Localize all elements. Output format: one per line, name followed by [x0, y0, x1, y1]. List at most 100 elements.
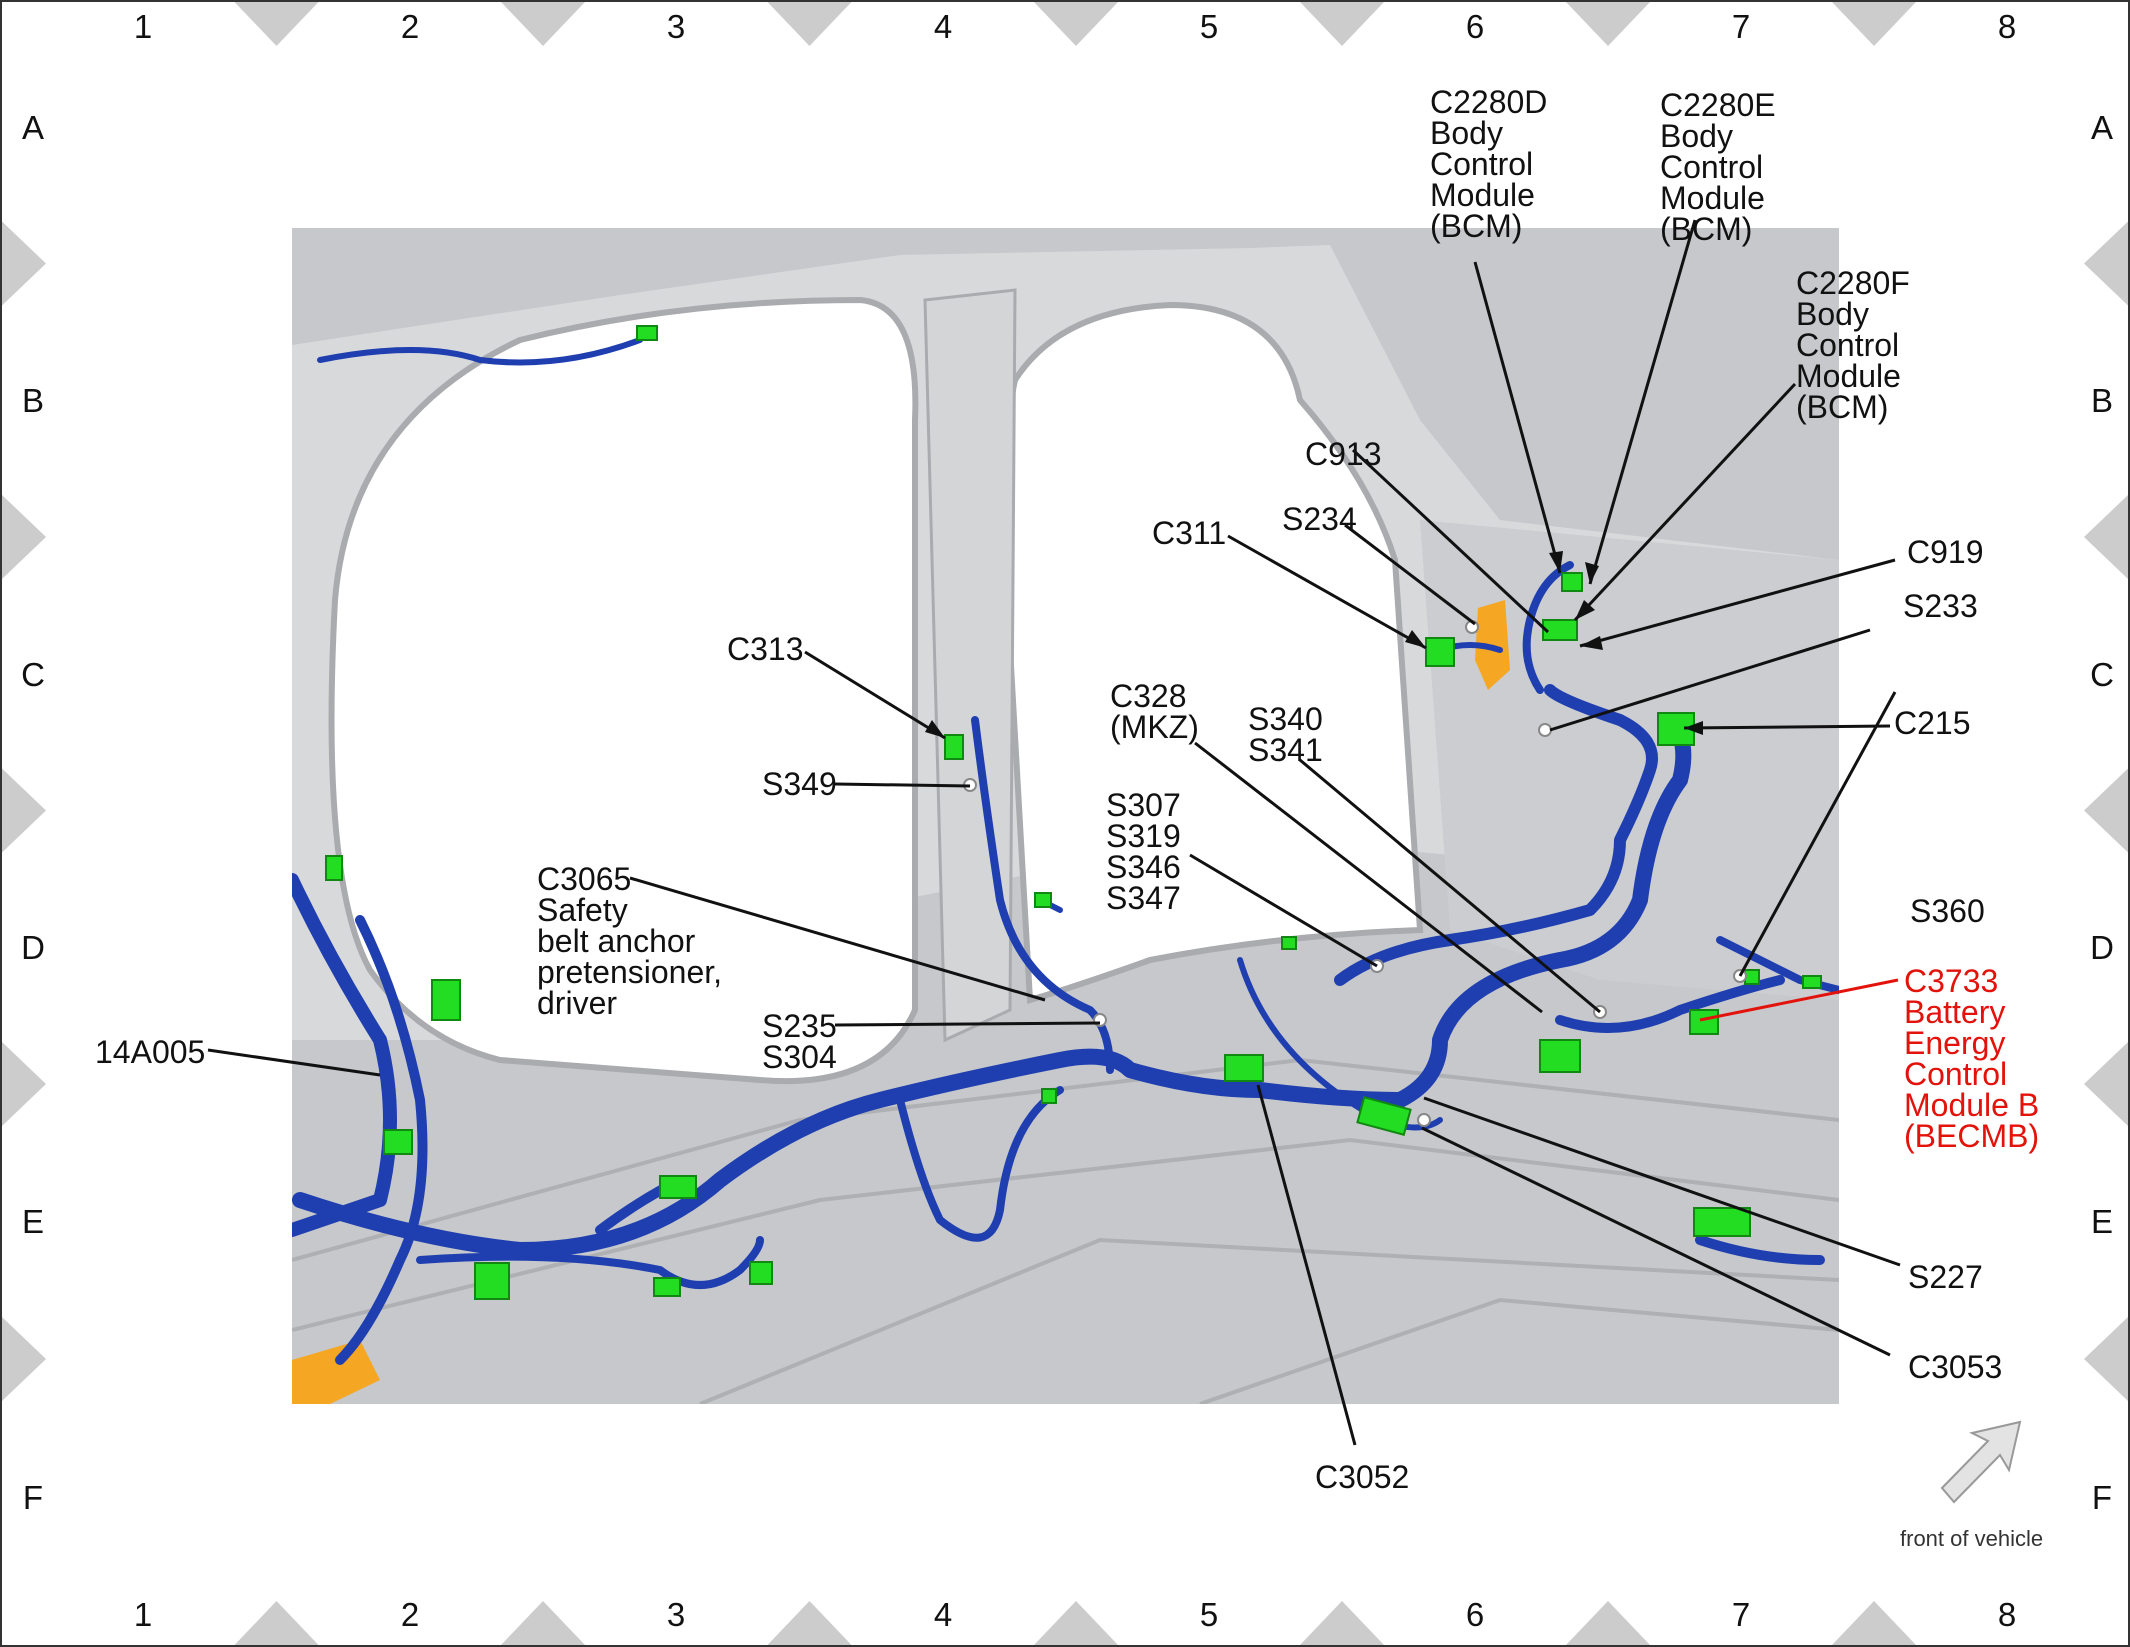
label-c913: C913	[1305, 436, 1382, 472]
label-line: S233	[1903, 588, 1978, 624]
label-line: Control	[1660, 149, 1763, 185]
label-line: Module	[1796, 358, 1901, 394]
label-s360: S360	[1910, 893, 1985, 929]
grid-marker	[234, 2, 319, 46]
rear-door-opening	[1000, 301, 1424, 1004]
label-line: C328	[1110, 678, 1187, 714]
label-line: Battery	[1904, 994, 2005, 1030]
label-line: Module B	[1904, 1087, 2039, 1123]
label-line: 14A005	[95, 1034, 205, 1070]
leader-arrowheads	[925, 551, 1703, 738]
grid-marker	[2, 221, 46, 306]
grid-row-label: E	[22, 1203, 44, 1240]
front-of-vehicle-text: front of vehicle	[1900, 1526, 2043, 1551]
grid-column-label: 1	[134, 8, 152, 45]
grid-marker	[501, 2, 585, 46]
grid-row-label: E	[2091, 1203, 2113, 1240]
label-line: C3053	[1908, 1349, 2002, 1385]
label-line: S234	[1282, 501, 1357, 537]
grid-column-label: 5	[1200, 1596, 1218, 1633]
grid-marker	[2084, 221, 2128, 306]
label-line: C2280D	[1430, 84, 1547, 120]
label-line: belt anchor	[537, 923, 696, 959]
label-s234: S234	[1282, 501, 1357, 537]
label-line: Energy	[1904, 1025, 2005, 1061]
grid-marker	[2, 495, 46, 579]
label-line: Control	[1796, 327, 1899, 363]
label-line: Control	[1430, 146, 1533, 182]
grid-column-label: 2	[401, 1596, 419, 1633]
grid-marker	[767, 2, 852, 46]
label-line: C3065	[537, 861, 631, 897]
label-line: S346	[1106, 849, 1181, 885]
grid-marker	[1566, 1601, 1650, 1645]
label-line: (MKZ)	[1110, 709, 1199, 745]
label-line: S307	[1106, 787, 1181, 823]
label-line: S340	[1248, 701, 1323, 737]
grid-column-label: 3	[667, 1596, 685, 1633]
label-line: C913	[1305, 436, 1382, 472]
grid-marker	[2084, 1317, 2128, 1401]
label-c311: C311	[1152, 515, 1226, 551]
vehicle-body-illustration	[292, 228, 1839, 1404]
grid-marker	[1832, 1601, 1916, 1645]
grid-marker	[1300, 2, 1384, 46]
leader-line-c3733	[1699, 978, 1899, 1022]
grid-marker	[2084, 768, 2128, 853]
label-line: Body	[1796, 296, 1869, 332]
grid-marker	[2084, 1042, 2128, 1126]
label-line: Body	[1430, 115, 1503, 151]
grid-column-label: 8	[1998, 1596, 2016, 1633]
grid-row-label: C	[21, 656, 45, 693]
label-line: (BCM)	[1796, 389, 1888, 425]
label-line: S341	[1248, 732, 1323, 768]
floor-ribs	[292, 1057, 1839, 1404]
label-line: C3052	[1315, 1459, 1409, 1495]
label-line: (BECMB)	[1904, 1118, 2039, 1154]
grid-column-label: 6	[1466, 1596, 1484, 1633]
grid-column-label: 8	[1998, 8, 2016, 45]
label-line: driver	[537, 985, 617, 1021]
label-line: (BCM)	[1660, 211, 1752, 247]
grid-marker	[2084, 495, 2128, 579]
label-line: pretensioner,	[537, 954, 722, 990]
label-line: (BCM)	[1430, 208, 1522, 244]
label-line: C3733	[1904, 963, 1998, 999]
grid-marker	[234, 1601, 319, 1645]
label-s233: S233	[1903, 588, 1978, 624]
label-c3052: C3052	[1315, 1459, 1409, 1495]
grid-column-label: 2	[401, 8, 419, 45]
label-c919: C919	[1907, 534, 1984, 570]
grid-column-label: 7	[1732, 8, 1750, 45]
grid-row-label: F	[2092, 1479, 2112, 1516]
label-line: C2280E	[1660, 87, 1776, 123]
grid-column-label: 6	[1466, 8, 1484, 45]
grid-column-label: 4	[934, 8, 952, 45]
orange-highlight-lower	[292, 1340, 380, 1404]
label-line: Module	[1660, 180, 1765, 216]
grid-column-label: 1	[134, 1596, 152, 1633]
label-line: S304	[762, 1039, 837, 1075]
label-line: C2280F	[1796, 265, 1910, 301]
connectors	[325, 325, 1822, 1300]
label-c328: C328(MKZ)	[1110, 678, 1199, 745]
grid-marker	[1034, 2, 1118, 46]
grid-column-label: 7	[1732, 1596, 1750, 1633]
label-line: S347	[1106, 880, 1181, 916]
front-of-vehicle-indicator: front of vehicle	[1900, 1420, 2043, 1551]
grid-marker	[2, 1042, 46, 1126]
label-line: Module	[1430, 177, 1535, 213]
label-line: S360	[1910, 893, 1985, 929]
grid-marker	[2, 768, 46, 853]
grid-row-label: A	[2091, 109, 2113, 146]
